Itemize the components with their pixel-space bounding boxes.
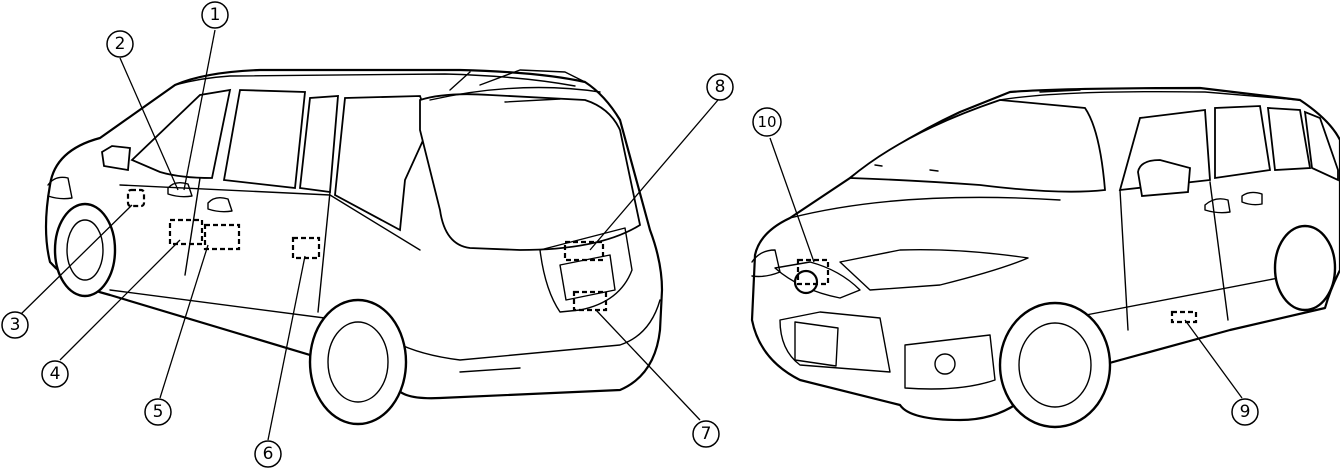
callout-5-circle xyxy=(144,398,172,426)
callout-10-circle xyxy=(752,107,782,137)
rear-view-vehicle xyxy=(44,68,664,426)
callout-6-label: 6 xyxy=(263,444,274,464)
leader-line-9 xyxy=(1184,319,1243,399)
leader-line-10 xyxy=(769,137,815,263)
callout-3-label: 3 xyxy=(10,315,21,335)
callout-3-circle xyxy=(1,311,29,339)
callout-9-circle xyxy=(1231,398,1259,426)
callout-3: 3 xyxy=(1,311,29,339)
leader-line-8 xyxy=(589,99,719,251)
callout-6-circle xyxy=(254,440,282,468)
callout-10: 10 xyxy=(752,107,782,137)
callout-1-circle xyxy=(201,1,229,29)
leader-line-4 xyxy=(59,239,181,361)
leader-lines xyxy=(19,29,1243,441)
callout-7-circle xyxy=(692,420,720,448)
callout-2: 2 xyxy=(106,30,134,58)
leader-line-7 xyxy=(595,309,701,421)
callout-6: 6 xyxy=(254,440,282,468)
callout-8: 8 xyxy=(706,73,734,101)
callout-4-circle xyxy=(41,360,69,388)
callout-1: 1 xyxy=(201,1,229,29)
callout-4-label: 4 xyxy=(50,364,61,384)
leader-line-2 xyxy=(119,57,179,191)
callout-1-label: 1 xyxy=(210,5,221,25)
callout-4: 4 xyxy=(41,360,69,388)
callout-5: 5 xyxy=(144,398,172,426)
callout-2-label: 2 xyxy=(115,34,126,54)
callout-5-label: 5 xyxy=(153,402,164,422)
callout-7-label: 7 xyxy=(701,424,712,444)
callout-2-circle xyxy=(106,30,134,58)
callout-8-label: 8 xyxy=(715,77,726,97)
front-view-vehicle xyxy=(750,86,1340,429)
callout-7: 7 xyxy=(692,420,720,448)
callout-10-label: 10 xyxy=(757,113,776,131)
leader-line-5 xyxy=(159,244,209,399)
leader-line-1 xyxy=(183,29,216,191)
callout-9: 9 xyxy=(1231,398,1259,426)
leader-line-3 xyxy=(19,204,133,316)
leader-line-6 xyxy=(267,255,306,441)
callout-8-circle xyxy=(706,73,734,101)
callout-9-label: 9 xyxy=(1240,402,1251,422)
